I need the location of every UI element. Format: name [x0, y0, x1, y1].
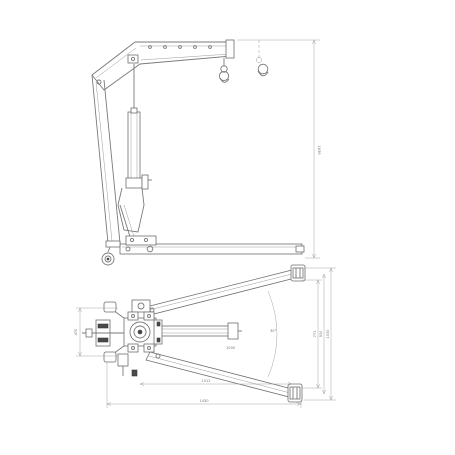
- base-leg: [119, 235, 305, 255]
- width-b-label: 910: [319, 330, 323, 338]
- boom: [91, 39, 235, 91]
- height-dimension: 1836: [237, 39, 321, 259]
- inner-length-dimension: 1011: [139, 379, 293, 386]
- mast-hub: [123, 299, 163, 353]
- width-c-label: 1030: [326, 329, 330, 339]
- overall-length-label: 1430: [199, 399, 209, 403]
- spread-angle-label: 30°: [270, 329, 277, 333]
- width-dimensions-right: 771 910 1030: [302, 267, 336, 401]
- front-width-label: 470: [74, 328, 78, 336]
- lifting-hook: [218, 58, 230, 83]
- inner-length-label: 1011: [201, 379, 210, 383]
- spread-angle-arc: 30°: [267, 290, 278, 378]
- lifting-hook-extended: [256, 40, 269, 77]
- width-a-label: 771: [313, 331, 317, 338]
- hydraulic-ram: [117, 64, 152, 233]
- lower-leg: [145, 351, 297, 399]
- overall-height-label: 1836: [317, 145, 321, 155]
- top-view: 30° 1000 1011 1430 470: [74, 264, 336, 408]
- inner-reach-label: 1000: [226, 346, 236, 350]
- rear-caster-wheel: [101, 240, 121, 266]
- front-caster-lower: [287, 383, 303, 403]
- boom-top: [151, 322, 242, 340]
- overall-length-dimension: 1430: [106, 362, 302, 408]
- mast: [91, 74, 121, 244]
- front-caster-upper: [290, 264, 306, 282]
- upper-leg: [141, 268, 300, 317]
- rear-assembly-top: [82, 301, 138, 377]
- front-width-dimension: 470: [74, 307, 118, 357]
- side-view: 1836: [91, 39, 321, 266]
